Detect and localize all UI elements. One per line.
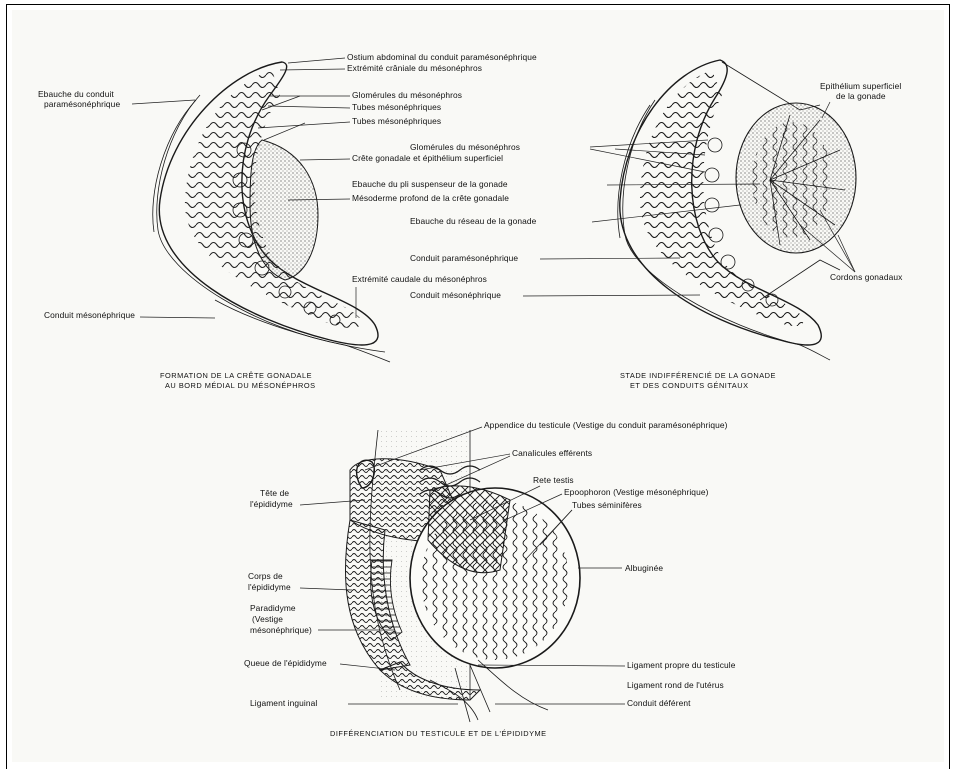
leader-line	[300, 159, 350, 160]
label-epoophoron: Epoophoron (Vestige mésonéphrique)	[564, 487, 709, 497]
label-glomerules-1: Glomérules du mésonéphros	[352, 90, 462, 100]
leader-line	[264, 123, 305, 140]
label-ebauche-pli: Ebauche du pli suspenseur de la gonade	[352, 179, 508, 189]
label-tete-2: l'épididyme	[250, 499, 293, 509]
label-paradidyme-1: Paradidyme	[250, 603, 296, 613]
label-conduit-mesonephrique-1: Conduit mésonéphrique	[44, 310, 135, 320]
label-epithelium-2: de la gonade	[836, 91, 886, 101]
caption-figure-1-line-1: FORMATION DE LA CRÊTE GONADALE	[160, 371, 312, 380]
label-epithelium-1: Epithélium superficiel	[820, 81, 901, 91]
label-conduit-deferent: Conduit déférent	[627, 698, 691, 708]
label-extremite-caudale: Extrémité caudale du mésonéphros	[352, 274, 487, 284]
label-glomerules-2: Glomérules du mésonéphros	[410, 142, 520, 152]
leader-line	[288, 58, 345, 63]
label-ligament-inguinal: Ligament inguinal	[250, 698, 317, 708]
label-conduit-paramesonephrique: Conduit paramésonéphrique	[410, 253, 518, 263]
leader-line	[268, 106, 350, 108]
label-mesoderme: Mésoderme profond de la crête gonadale	[352, 193, 509, 203]
label-crete-gonadale: Crête gonadale et épithélium superficiel	[352, 153, 503, 163]
label-paradidyme-3: mésonéphrique)	[250, 625, 312, 635]
label-ligament-rond: Ligament rond de l'utérus	[627, 680, 724, 690]
leader-line	[140, 317, 215, 318]
label-appendice: Appendice du testicule (Vestige du condu…	[484, 420, 728, 430]
label-paradidyme-2: (Vestige	[252, 614, 283, 624]
leader-line	[132, 100, 195, 104]
label-tubes-1: Tubes mésonéphriques	[352, 102, 441, 112]
label-tubes-seminiferes: Tubes séminifères	[572, 500, 642, 510]
leader-line	[540, 258, 680, 259]
caption-figure-2-line-1: STADE INDIFFÉRENCIÉ DE LA GONADE	[620, 371, 776, 380]
label-ebauche-conduit-1: Ebauche du conduit	[38, 89, 114, 99]
label-ebauche-conduit-2: paramésonéphrique	[44, 99, 120, 109]
label-corps-1: Corps de	[248, 571, 283, 581]
figure-3-drawing	[345, 430, 580, 722]
leader-line	[300, 588, 352, 590]
leader-line	[258, 122, 350, 128]
label-conduit-mesonephrique-2: Conduit mésonéphrique	[410, 290, 501, 300]
leader-line	[523, 295, 700, 296]
label-corps-2: l'épididyme	[248, 582, 291, 592]
label-ebauche-reseau: Ebauche du réseau de la gonade	[410, 216, 537, 226]
label-tubes-2: Tubes mésonéphriques	[352, 116, 441, 126]
label-tete-1: Tête de	[260, 488, 289, 498]
leader-line	[838, 235, 855, 272]
label-ligament-propre: Ligament propre du testicule	[627, 660, 736, 670]
label-ostium: Ostium abdominal du conduit paramésonéph…	[347, 52, 537, 62]
label-extremite-craniale: Extrémité crâniale du mésonéphros	[347, 63, 482, 73]
caption-figure-2-line-2: ET DES CONDUITS GÉNITAUX	[630, 381, 749, 390]
label-canalicules: Canalicules efférents	[512, 448, 592, 458]
caption-figure-3: DIFFÉRENCIATION DU TESTICULE ET DE L'ÉPI…	[330, 729, 547, 738]
figure-3-testis-epididymis: Appendice du testicule (Vestige du condu…	[244, 420, 736, 738]
label-queue: Queue de l'épididyme	[244, 658, 327, 668]
label-albuginee: Albuginée	[625, 563, 663, 573]
caption-figure-1-line-2: AU BORD MÉDIAL DU MÉSONÉPHROS	[165, 381, 316, 390]
leader-line	[280, 69, 345, 70]
label-cordons: Cordons gonadaux	[830, 272, 903, 282]
label-rete: Rete testis	[533, 475, 574, 485]
